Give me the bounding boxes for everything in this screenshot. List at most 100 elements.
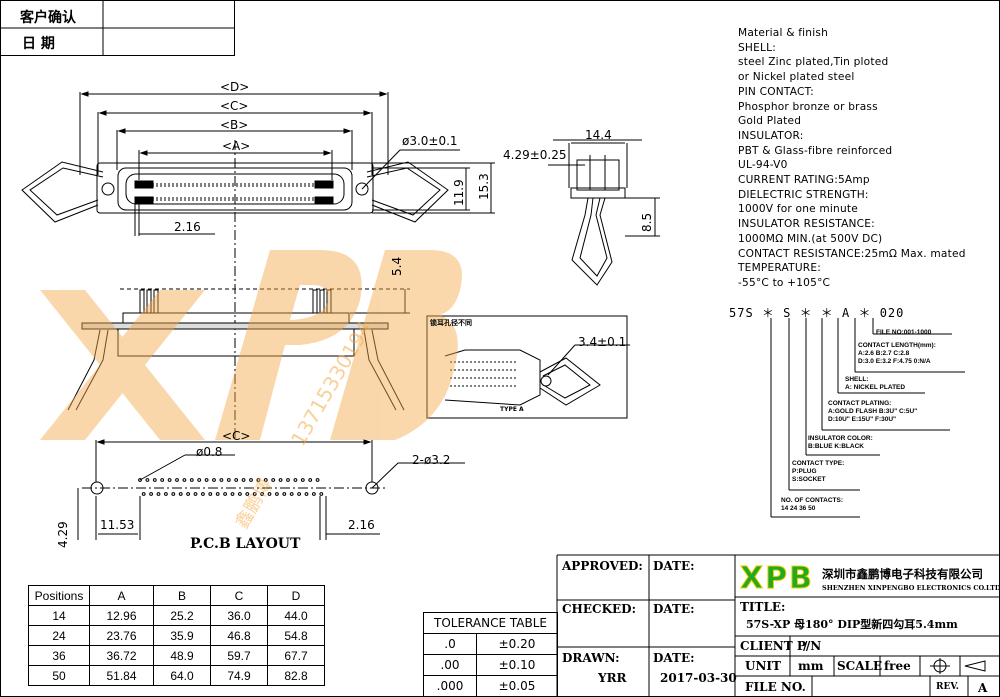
client-pn-value: /: [803, 639, 808, 653]
pcb-hole: [141, 492, 146, 496]
pcb-hole: [260, 492, 265, 496]
pn-shell: SHELL:A: NICKEL PLATED: [845, 376, 906, 391]
pcb-hole: [223, 492, 228, 496]
pcb-hole: [164, 492, 168, 496]
pcb-hole: [256, 478, 261, 482]
pcb-layout-view: [77, 439, 465, 540]
pcb-hole: [230, 492, 235, 496]
pcb-hole: [271, 478, 276, 482]
pcb-hole: [263, 478, 268, 482]
dim-11-9: 11.9: [452, 179, 466, 206]
pn-contact-plating: CONTACT PLATING:A:GOLD FLASH B:3U" C:5U"…: [828, 400, 918, 423]
unit-label: UNIT: [745, 659, 781, 673]
pcb-hole: [238, 492, 242, 496]
pcb-dim-11-53: 11.53: [100, 518, 135, 532]
file-no-label: FILE NO.: [745, 680, 806, 694]
pcb-hole: [226, 478, 231, 482]
pn-file-no: FILE NO:001-1000: [876, 329, 932, 336]
pcb-hole: [186, 492, 191, 496]
inset-type: TYPE A: [500, 406, 524, 413]
pcb-layout-label: P.C.B LAYOUT: [190, 536, 301, 552]
pcb-hole: [208, 492, 213, 496]
dim-5-4: 5.4: [390, 256, 404, 276]
pcb-hole: [267, 492, 272, 496]
pcb-dim-4-29: 4.29: [56, 521, 70, 548]
connector-front-view: [67, 288, 410, 411]
company-name-cn: 深圳市鑫鹏博电子科技有限公司: [822, 567, 983, 581]
connector-top-view: [21, 91, 495, 440]
pcb-hole: [304, 492, 309, 496]
date-label-1: DATE:: [653, 559, 695, 573]
pcb-hole: [319, 492, 324, 496]
pcb-hole: [300, 478, 305, 482]
unit-value: mm: [798, 659, 824, 673]
pcb-hole: [175, 478, 179, 482]
client-pn-label: CLIENT P/N: [740, 639, 822, 653]
part-number-tree: [770, 318, 965, 518]
pcb-dim-2-16: 2.16: [348, 518, 375, 532]
pcb-hole: [212, 478, 216, 482]
dim-8-5: 8.5: [640, 212, 654, 232]
table-row: .0±0.20: [423, 633, 558, 655]
dim-15-3: 15.3: [477, 173, 491, 200]
pcb-hole: [234, 478, 239, 482]
drawn-label: DRAWN:: [562, 651, 620, 665]
part-number-code: 57S ＊ S ＊ ＊ A ＊ 020: [729, 306, 905, 320]
rev-label: REV.: [936, 682, 959, 692]
inset-title: 锁耳孔径不同: [430, 319, 472, 327]
company-name-en: SHENZHEN XINPENGBO ELECTRONICS CO.LTD: [822, 584, 1000, 592]
pcb-dim-c: <C>: [222, 429, 251, 443]
pcb-hole: [312, 492, 316, 496]
pcb-hole: [308, 478, 313, 482]
pcb-hole: [315, 478, 320, 482]
pcb-hole: [182, 478, 187, 482]
pcb-hole: [201, 492, 205, 496]
date-label-3: DATE:: [653, 651, 695, 665]
dim-4-29-side: 4.29±0.25: [503, 148, 567, 162]
pcb-hole: [241, 478, 246, 482]
drawn-value: YRR: [598, 671, 627, 685]
pn-no-of-contacts: NO. OF CONTACTS:14 24 36 50: [781, 497, 843, 512]
pcb-hole: [245, 492, 250, 496]
pcb-dim-hole: ø0.8: [196, 445, 223, 459]
pcb-hole: [297, 492, 302, 496]
approved-label: APPROVED:: [562, 559, 643, 573]
pcb-hole: [156, 492, 161, 496]
dim-c: <C>: [220, 99, 249, 113]
inset-type-a: [426, 315, 630, 419]
scale-label: SCALE: [837, 659, 883, 673]
pcb-hole: [275, 492, 279, 496]
dim-2-16-top: 2.16: [174, 220, 201, 234]
pcb-hole: [197, 478, 202, 482]
scale-value: free: [884, 659, 911, 673]
pcb-hole: [189, 478, 194, 482]
dim-a: <A>: [222, 139, 251, 153]
pcb-hole: [252, 492, 257, 496]
dim-3-4: 3.4±0.1: [578, 335, 627, 349]
pcb-hole: [149, 492, 154, 496]
pcb-hole: [167, 478, 172, 482]
dim-14-4: 14.4: [585, 128, 612, 142]
pcb-hole-rows: [138, 478, 324, 496]
pcb-hole: [289, 492, 294, 496]
checked-label: CHECKED:: [562, 602, 636, 616]
customer-confirm-label: 客户确认: [20, 10, 76, 26]
title-label: TITLE:: [740, 600, 786, 614]
company-logo: XPB: [740, 561, 814, 597]
pcb-hole: [278, 478, 283, 482]
pcb-hole: [204, 478, 209, 482]
pcb-hole: [282, 492, 287, 496]
pcb-hole: [215, 492, 220, 496]
pcb-dim-mount: 2-ø3.2: [412, 453, 451, 467]
pcb-hole: [138, 478, 142, 482]
watermark-logo: [40, 250, 462, 440]
dim-d: <D>: [220, 80, 250, 94]
table-row: .000±0.05: [423, 675, 558, 697]
